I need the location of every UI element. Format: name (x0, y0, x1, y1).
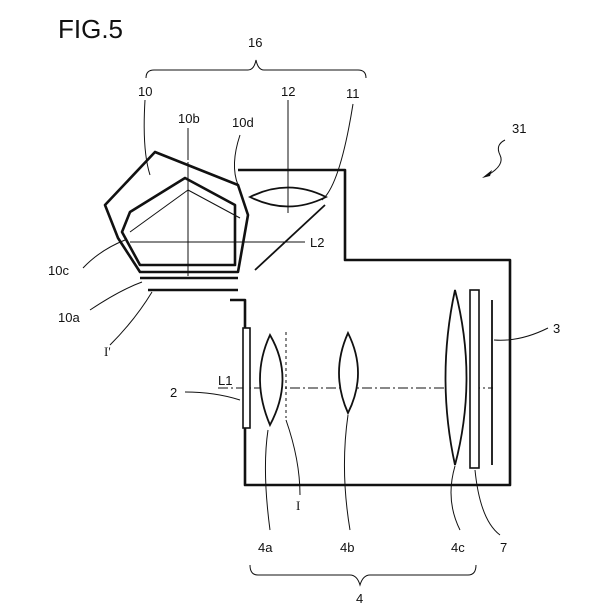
leader-2 (184, 391, 241, 401)
prism-10-inner (120, 176, 237, 267)
label-iprime: I' (104, 344, 111, 359)
label-l1: L1 (218, 373, 232, 388)
label-7: 7 (500, 540, 507, 555)
label-4b: 4b (340, 540, 354, 555)
prism-diagonal-b (187, 189, 241, 219)
label-16: 16 (248, 35, 262, 50)
label-12: 12 (281, 84, 295, 99)
label-3: 3 (553, 321, 560, 336)
label-11: 11 (346, 86, 360, 101)
half-mirror-11 (254, 204, 326, 271)
leader-10c (82, 239, 126, 269)
leader-4b (343, 414, 351, 531)
label-10d: 10d (232, 115, 254, 130)
brace-16 (145, 59, 367, 79)
label-4c: 4c (451, 540, 465, 555)
label-31: 31 (512, 121, 526, 136)
label-10a: 10a (58, 310, 80, 325)
label-10c: 10c (48, 263, 69, 278)
label-10b: 10b (178, 111, 200, 126)
label-4a: 4a (258, 540, 273, 555)
camera-body-outline (230, 168, 512, 487)
label-10: 10 (138, 84, 152, 99)
filter-7 (469, 289, 480, 469)
prism-diagonal-a (129, 189, 189, 233)
arrow-31 (487, 139, 506, 176)
leader-10d (234, 134, 241, 186)
label-l2: L2 (310, 235, 324, 250)
leader-4c (450, 465, 461, 531)
label-i: I (296, 498, 300, 513)
leader-11 (321, 103, 354, 201)
prism-10-outer (103, 150, 250, 274)
leader-10 (143, 99, 151, 176)
label-2: 2 (170, 385, 177, 400)
arrow-31-head (482, 170, 492, 178)
leader-iprime (109, 291, 153, 346)
filter-2 (242, 327, 251, 429)
lens-4c (444, 289, 468, 466)
leader-7 (474, 469, 501, 536)
leader-10a (89, 281, 143, 311)
figure-title: FIG.5 (58, 14, 123, 44)
leader-3 (493, 327, 549, 341)
leader-i (285, 419, 301, 496)
brace-4 (249, 564, 477, 587)
leader-4a (264, 429, 271, 531)
lens-4b (338, 330, 359, 416)
lens-4a (259, 333, 284, 428)
label-4: 4 (356, 591, 363, 606)
